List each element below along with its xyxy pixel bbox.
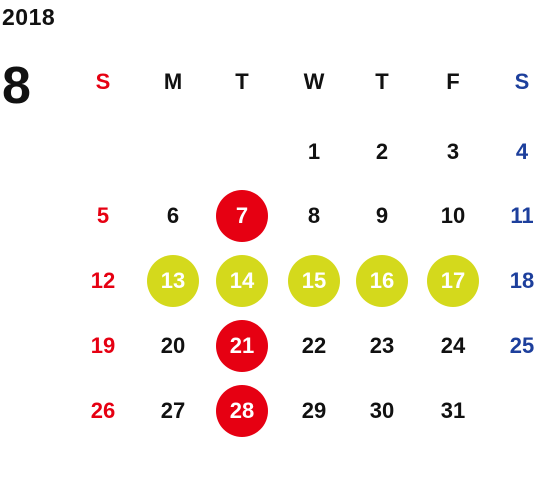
day-cell[interactable]: 9 (375, 203, 389, 228)
weekday-header: T (235, 69, 249, 94)
day-cell-highlighted-yellow[interactable]: 14 (216, 255, 268, 307)
day-cell[interactable]: 23 (369, 333, 395, 358)
day-cell[interactable]: 18 (509, 268, 535, 293)
day-cell[interactable]: 22 (301, 333, 327, 358)
day-cell[interactable]: 12 (90, 268, 116, 293)
day-cell-highlighted-yellow[interactable]: 16 (356, 255, 408, 307)
day-cell-highlighted-red[interactable]: 28 (216, 385, 268, 437)
weekday-header: F (446, 69, 460, 94)
day-cell[interactable]: 4 (515, 139, 529, 164)
day-cell[interactable]: 1 (307, 139, 321, 164)
day-cell-highlighted-yellow[interactable]: 17 (427, 255, 479, 307)
day-cell-highlighted-yellow[interactable]: 13 (147, 255, 199, 307)
day-cell[interactable]: 8 (307, 203, 321, 228)
day-cell[interactable]: 3 (446, 139, 460, 164)
year-label: 2018 (2, 4, 56, 30)
day-cell[interactable]: 30 (369, 398, 395, 423)
day-cell[interactable]: 10 (440, 203, 466, 228)
day-cell[interactable]: 2 (375, 139, 389, 164)
weekday-header: T (375, 69, 389, 94)
day-cell-highlighted-red[interactable]: 7 (216, 190, 268, 242)
day-cell[interactable]: 20 (160, 333, 186, 358)
day-cell[interactable]: 29 (301, 398, 327, 423)
day-cell[interactable]: 31 (440, 398, 466, 423)
day-cell-highlighted-red[interactable]: 21 (216, 320, 268, 372)
day-cell[interactable]: 26 (90, 398, 116, 423)
month-label: 8 (2, 57, 31, 115)
day-cell[interactable]: 19 (90, 333, 116, 358)
day-cell[interactable]: 6 (166, 203, 180, 228)
day-cell[interactable]: 25 (509, 333, 535, 358)
weekday-header: S (514, 69, 530, 94)
day-cell[interactable]: 24 (440, 333, 466, 358)
day-cell-highlighted-yellow[interactable]: 15 (288, 255, 340, 307)
day-cell[interactable]: 11 (510, 203, 534, 228)
weekday-header: W (303, 69, 325, 94)
weekday-header: M (163, 69, 183, 94)
day-cell[interactable]: 27 (160, 398, 186, 423)
weekday-header: S (95, 69, 111, 94)
day-cell[interactable]: 5 (96, 203, 110, 228)
